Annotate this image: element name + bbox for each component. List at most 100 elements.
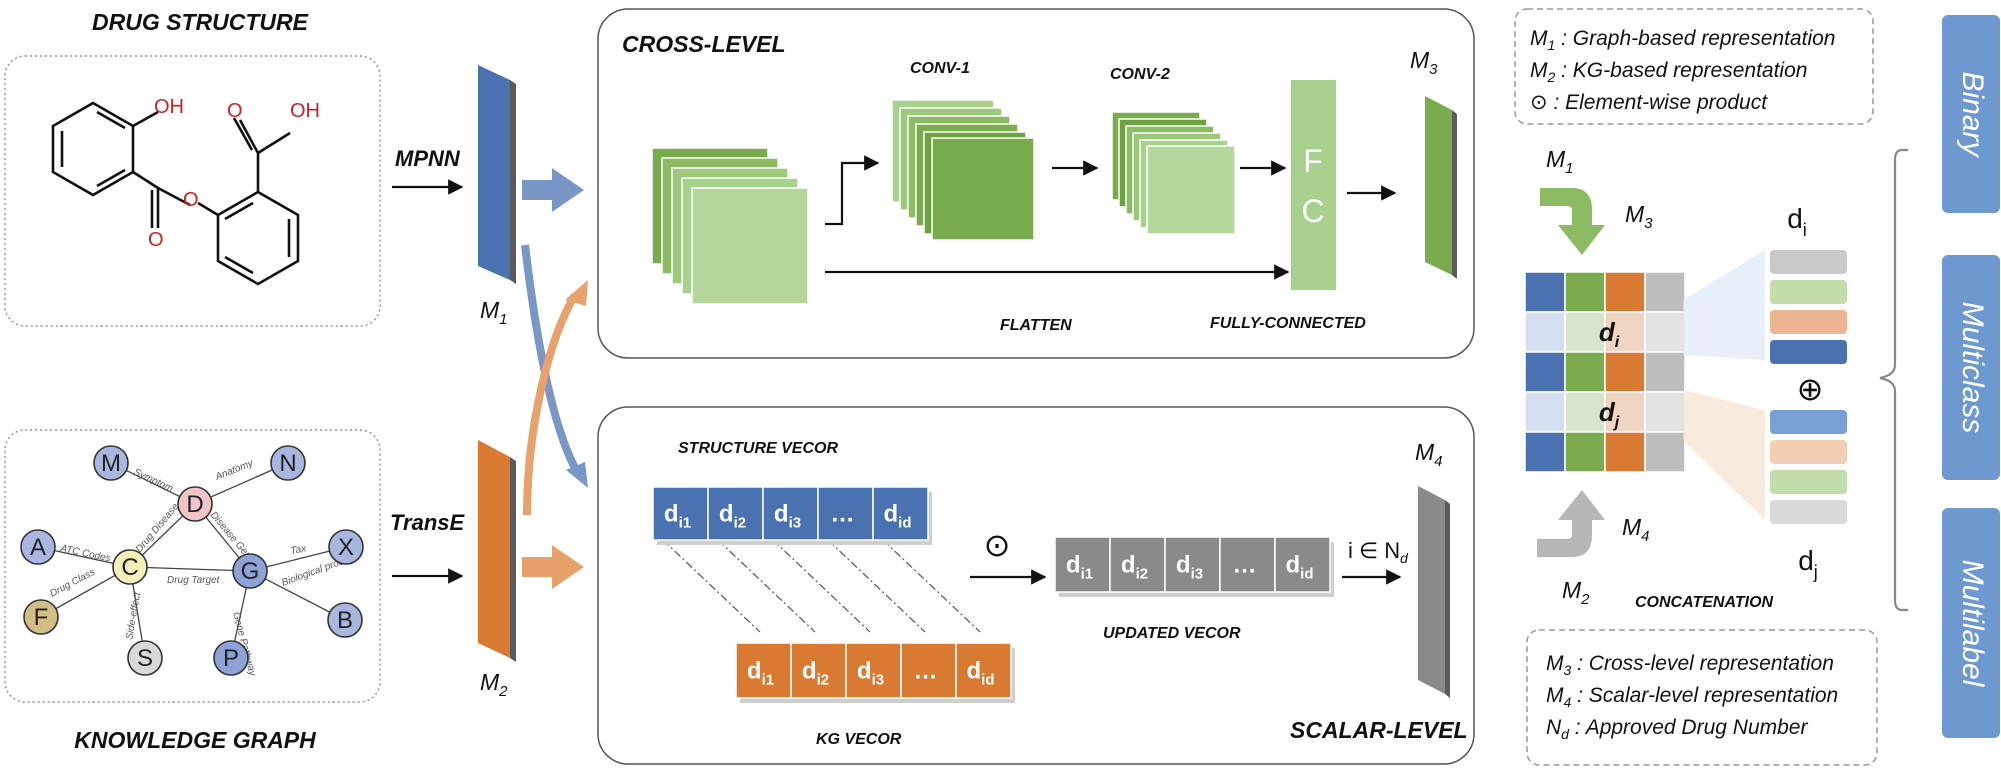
concat-m3-label: M3 bbox=[1625, 201, 1653, 232]
concat-cell bbox=[1604, 271, 1646, 313]
concat-cell bbox=[1604, 431, 1646, 473]
transe-label: TransE bbox=[390, 510, 466, 535]
concat-cell bbox=[1564, 351, 1606, 393]
flatten-label: FLATTEN bbox=[1000, 317, 1072, 334]
concat-cell bbox=[1524, 351, 1566, 393]
kg-edge-label: Drug Disease bbox=[134, 501, 182, 555]
encoders: MPNN TransE M1 M2 bbox=[390, 65, 588, 700]
vector-cell-label: di1 bbox=[1066, 552, 1093, 583]
kg-edge-label: Tax bbox=[290, 543, 308, 557]
concatenation-label: CONCATENATION bbox=[1635, 594, 1774, 611]
vector-cell bbox=[1164, 536, 1221, 593]
kg-edge-label: Drug Target bbox=[167, 575, 221, 586]
fc-letter-f: F bbox=[1303, 143, 1323, 179]
knowledge-graph-box bbox=[4, 429, 381, 703]
embedding-slot bbox=[1770, 310, 1847, 334]
concat-cell bbox=[1524, 391, 1566, 433]
vector-cell-label: did bbox=[966, 658, 994, 689]
m2-label: M2 bbox=[480, 669, 508, 700]
kg-node-p: P bbox=[213, 640, 249, 676]
kg-node-x: X bbox=[328, 529, 364, 565]
drug-structure-box bbox=[4, 55, 381, 327]
kg-edge-label: Symptom bbox=[132, 467, 175, 495]
knowledge-graph-panel: Symptom Anatomy Drug Disease Disease Gen… bbox=[4, 429, 381, 753]
vector-cell-label: di1 bbox=[747, 658, 774, 689]
atom-o-ester: O bbox=[183, 189, 199, 211]
legend-item: ⊙ : Element-wise product bbox=[1530, 91, 1768, 114]
task-binary-box bbox=[1942, 15, 2000, 213]
conv1-label: CONV-1 bbox=[910, 60, 970, 77]
m1-label: M1 bbox=[480, 297, 508, 328]
kg-node-m: M bbox=[93, 445, 129, 481]
drug-structure-panel: DRUG STRUCTURE OH O OH bbox=[4, 9, 381, 327]
kg-node-a: A bbox=[20, 529, 56, 565]
index-label: i ∈ Nd bbox=[1348, 538, 1409, 566]
vector-cell-label: di2 bbox=[1121, 552, 1148, 583]
concat-m4-label: M4 bbox=[1622, 514, 1650, 545]
kg-edge-label: Drug Class bbox=[48, 567, 97, 600]
kg-node-c: C bbox=[112, 549, 148, 585]
conv1-stack bbox=[891, 99, 1035, 241]
svg-text:F: F bbox=[34, 604, 49, 631]
svg-text:X: X bbox=[338, 534, 354, 561]
scalar-level-box bbox=[597, 406, 1475, 765]
svg-text:C: C bbox=[121, 554, 138, 581]
concat-cell bbox=[1524, 311, 1566, 353]
di-vector-stack bbox=[1770, 250, 1847, 364]
vector-cell-label: did bbox=[883, 501, 911, 532]
legend-top-box bbox=[1514, 8, 1874, 125]
m1-vector bbox=[478, 65, 516, 284]
scalar-level-title: SCALAR-LEVEL bbox=[1290, 717, 1468, 743]
vector-cell-label: di3 bbox=[857, 658, 884, 689]
vector-cell-label: di3 bbox=[1176, 552, 1203, 583]
vector-cell-label: did bbox=[1285, 552, 1313, 583]
vector-di-label: di bbox=[1787, 203, 1807, 240]
vector-cell bbox=[900, 642, 957, 699]
vector-cell bbox=[1054, 536, 1111, 593]
concat-cell bbox=[1564, 271, 1606, 313]
svg-text:G: G bbox=[241, 558, 260, 585]
vector-cell-label: di2 bbox=[802, 658, 829, 689]
m1-to-scalar-head bbox=[566, 462, 588, 488]
kg-edge-label: ATC Codes bbox=[58, 543, 111, 565]
kg-vector-label: KG VECOR bbox=[816, 731, 902, 748]
task-multilabel-label: Multilabel bbox=[1956, 560, 1989, 688]
concat-cell bbox=[1644, 431, 1686, 473]
mpnn-label: MPNN bbox=[395, 146, 461, 171]
embedding-slot bbox=[1770, 250, 1847, 274]
vector-cell bbox=[872, 486, 929, 541]
svg-text:S: S bbox=[137, 645, 153, 672]
input-feature-stack bbox=[651, 147, 809, 305]
task-multilabel-box bbox=[1942, 508, 2000, 738]
cross-level-box bbox=[597, 8, 1475, 359]
fc-letter-c: C bbox=[1301, 193, 1324, 229]
concat-cell bbox=[1644, 351, 1686, 393]
atom-oh-right: OH bbox=[290, 100, 320, 122]
dj-vector-stack bbox=[1770, 410, 1847, 524]
kg-node-s: S bbox=[127, 640, 163, 676]
m4-vector bbox=[1418, 486, 1450, 698]
svg-text:A: A bbox=[30, 534, 46, 561]
svg-text:M: M bbox=[101, 450, 121, 477]
vector-cell-label: … bbox=[831, 501, 855, 528]
element-wise-product-symbol: ⊙ bbox=[984, 527, 1011, 563]
vector-cell bbox=[735, 642, 792, 699]
task-multiclass-box bbox=[1942, 255, 2000, 480]
embedding-slot bbox=[1770, 410, 1847, 434]
concat-cell bbox=[1564, 311, 1606, 353]
concat-m2-label: M2 bbox=[1562, 577, 1590, 608]
legend-item: M1 : Graph-based representation bbox=[1530, 27, 1835, 53]
embedding-slot bbox=[1770, 500, 1847, 524]
cross-level-panel: CROSS-LEVEL CONV-1 CONV-2 bbox=[597, 8, 1475, 359]
m2-to-cross-head bbox=[565, 280, 588, 306]
molecule-drawing bbox=[51, 101, 300, 286]
svg-text:N: N bbox=[279, 450, 296, 477]
m1-curved-arrow bbox=[1540, 188, 1605, 255]
structure-vector-label: STRUCTURE VECOR bbox=[678, 440, 838, 457]
